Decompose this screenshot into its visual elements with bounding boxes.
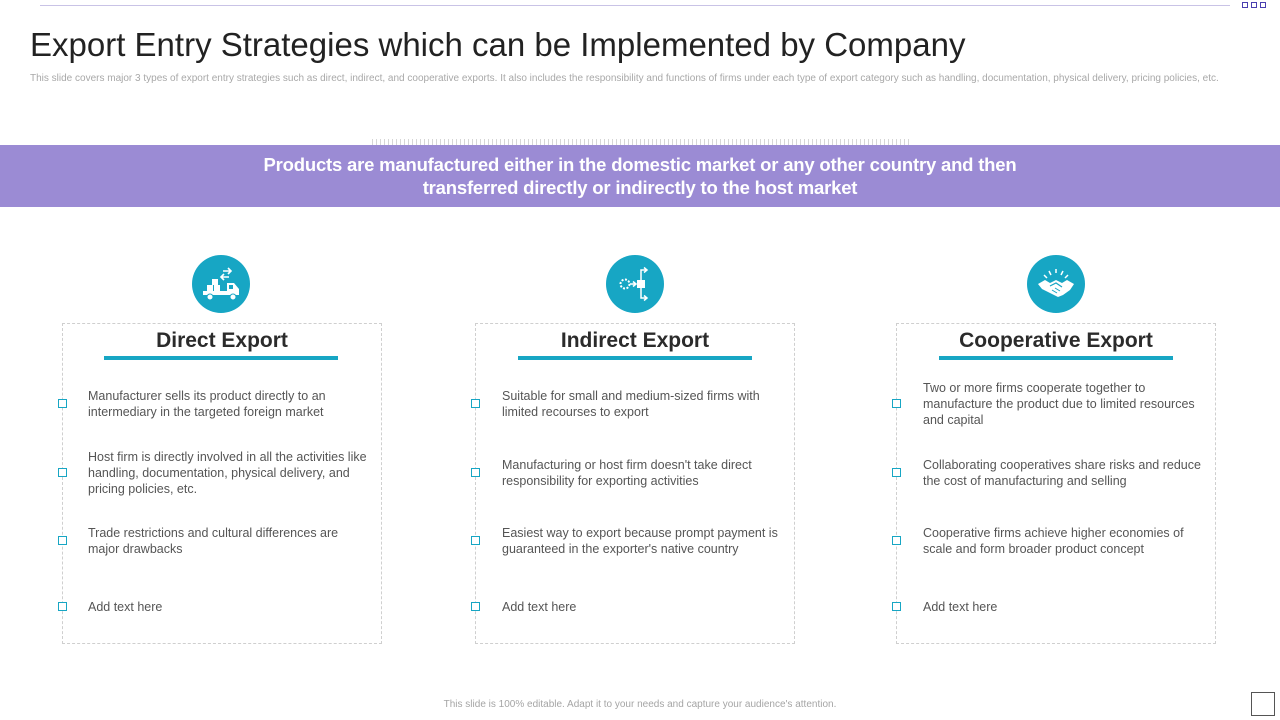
bullet-icon bbox=[471, 602, 480, 611]
bullet-icon bbox=[892, 399, 901, 408]
corner-square-icon bbox=[1242, 2, 1248, 8]
bullet-icon bbox=[892, 602, 901, 611]
list-item: Suitable for small and medium-sized firm… bbox=[502, 389, 760, 419]
window-controls bbox=[1242, 2, 1266, 8]
top-rule bbox=[40, 5, 1230, 6]
page-subtitle: This slide covers major 3 types of expor… bbox=[30, 73, 1219, 84]
list-item: Add text here bbox=[502, 600, 577, 614]
list-item: Easiest way to export because prompt pay… bbox=[502, 526, 778, 556]
bullet-icon bbox=[471, 399, 480, 408]
bullet-icon bbox=[471, 536, 480, 545]
list-item: Trade restrictions and cultural differen… bbox=[88, 526, 339, 556]
list-item: Collaborating cooperatives share risks a… bbox=[923, 458, 1201, 488]
bullet-icon bbox=[892, 468, 901, 477]
handshake-icon bbox=[1027, 255, 1085, 313]
bullet-icon bbox=[58, 536, 67, 545]
bullet-icon bbox=[58, 399, 67, 408]
bullet-icon bbox=[58, 602, 67, 611]
direct-export-underline bbox=[104, 356, 338, 360]
bullet-icon bbox=[892, 536, 901, 545]
list-item: Manufacturing or host firm doesn't take … bbox=[502, 458, 752, 488]
list-item: Manufacturer sells its product directly … bbox=[88, 389, 326, 419]
dotted-divider bbox=[372, 139, 910, 145]
cooperative-export-card bbox=[896, 323, 1216, 644]
cooperative-export-underline bbox=[939, 356, 1173, 360]
bullet-icon bbox=[471, 468, 480, 477]
list-item: Host firm is directly involved in all th… bbox=[88, 450, 367, 496]
list-item: Add text here bbox=[88, 600, 163, 614]
corner-square-icon bbox=[1260, 2, 1266, 8]
summary-banner: Products are manufactured either in the … bbox=[0, 145, 1280, 207]
banner-text: Products are manufactured either in the … bbox=[263, 154, 1017, 198]
direct-export-title: Direct Export bbox=[156, 329, 288, 352]
slide-corner-box bbox=[1251, 692, 1275, 716]
indirect-export-title: Indirect Export bbox=[560, 329, 710, 352]
list-item: Cooperative firms achieve higher economi… bbox=[923, 526, 1184, 556]
list-item: Two or more firms cooperate together to … bbox=[923, 381, 1195, 427]
corner-square-icon bbox=[1251, 2, 1257, 8]
page-title: Export Entry Strategies which can be Imp… bbox=[30, 26, 966, 63]
delivery-truck-icon bbox=[192, 255, 250, 313]
cooperative-export-title: Cooperative Export bbox=[959, 329, 1153, 352]
bullet-icon bbox=[58, 468, 67, 477]
distribution-flow-icon bbox=[606, 255, 664, 313]
list-item: Add text here bbox=[923, 600, 998, 614]
indirect-export-card bbox=[475, 323, 795, 644]
footer-note: This slide is 100% editable. Adapt it to… bbox=[443, 699, 837, 710]
direct-export-card bbox=[62, 323, 382, 644]
indirect-export-underline bbox=[518, 356, 752, 360]
